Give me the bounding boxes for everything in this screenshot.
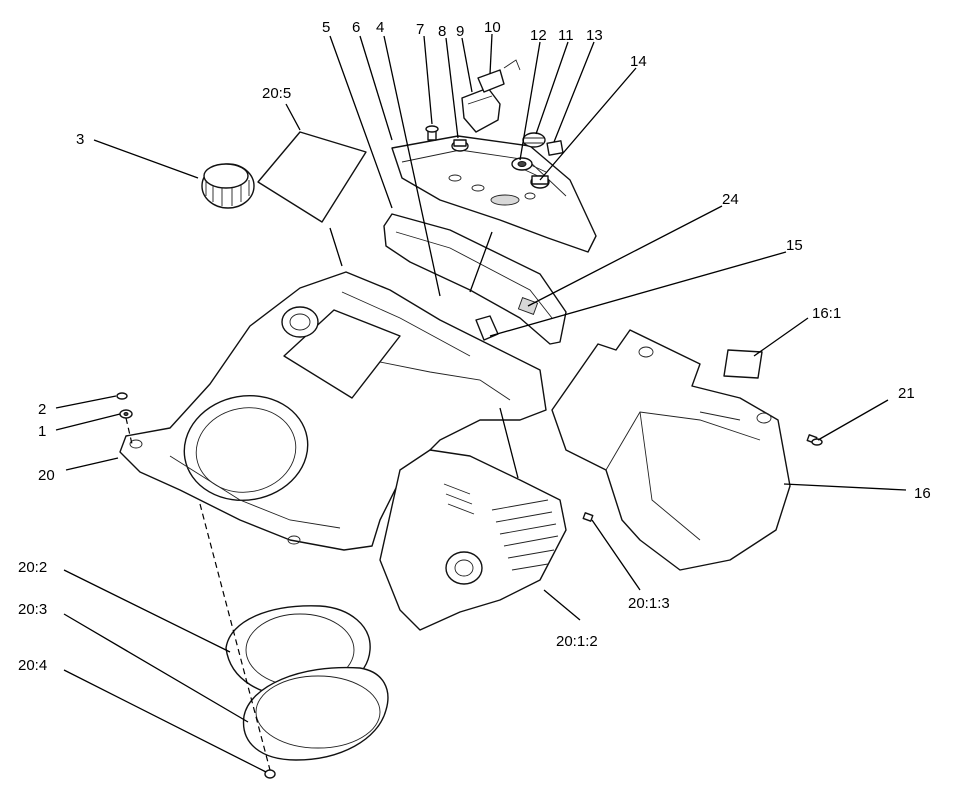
callout-labels: 3 20:5 5 6 4 7 8 9 10 12 11 13 14 24 15 … [18, 19, 931, 674]
callout-20-5: 20:5 [262, 85, 291, 102]
gasket-part-20-3 [242, 666, 389, 761]
callout-21: 21 [898, 385, 915, 402]
callout-10: 10 [484, 19, 501, 36]
callout-16-1: 16:1 [812, 305, 841, 322]
callout-3: 3 [76, 131, 84, 148]
callout-9: 9 [456, 23, 464, 40]
callout-13: 13 [586, 27, 603, 44]
callout-11: 11 [558, 27, 574, 44]
callout-16: 16 [914, 485, 931, 502]
callout-6: 6 [352, 19, 360, 36]
control-panel-part-6 [391, 135, 597, 253]
small-hardware-parts [425, 59, 564, 189]
callout-1: 1 [38, 423, 46, 440]
fuel-cap-part-3 [201, 163, 255, 209]
decal-part-20-5 [257, 131, 367, 223]
leader-lines [55, 33, 907, 773]
callout-12: 12 [530, 27, 547, 44]
decal-part-16-1 [723, 349, 763, 379]
callout-14: 14 [630, 53, 647, 70]
callout-20: 20 [38, 467, 55, 484]
main-housing-part-20 [119, 271, 547, 551]
alignment-lines [199, 227, 519, 771]
callout-2: 2 [38, 401, 46, 418]
screw-part-20-1-3 [582, 512, 594, 522]
callout-15: 15 [786, 237, 803, 254]
callout-4: 4 [376, 19, 384, 36]
clip-part-15 [475, 315, 499, 341]
callout-8: 8 [438, 23, 446, 40]
nut-part-20-4 [264, 769, 276, 779]
callout-24: 24 [722, 191, 739, 208]
callout-20-2: 20:2 [18, 559, 47, 576]
screw-and-washer-parts-1-2 [116, 392, 133, 445]
engine-cover-part-20-1-2 [379, 449, 567, 631]
callout-20-3: 20:3 [18, 601, 47, 618]
screw-part-21 [806, 434, 823, 446]
callout-20-1-2: 20:1:2 [556, 633, 598, 650]
callout-20-1-3: 20:1:3 [628, 595, 670, 612]
callout-5: 5 [322, 19, 330, 36]
callout-20-4: 20:4 [18, 657, 47, 674]
callout-7: 7 [416, 21, 424, 38]
side-shield-part-16 [551, 329, 791, 571]
